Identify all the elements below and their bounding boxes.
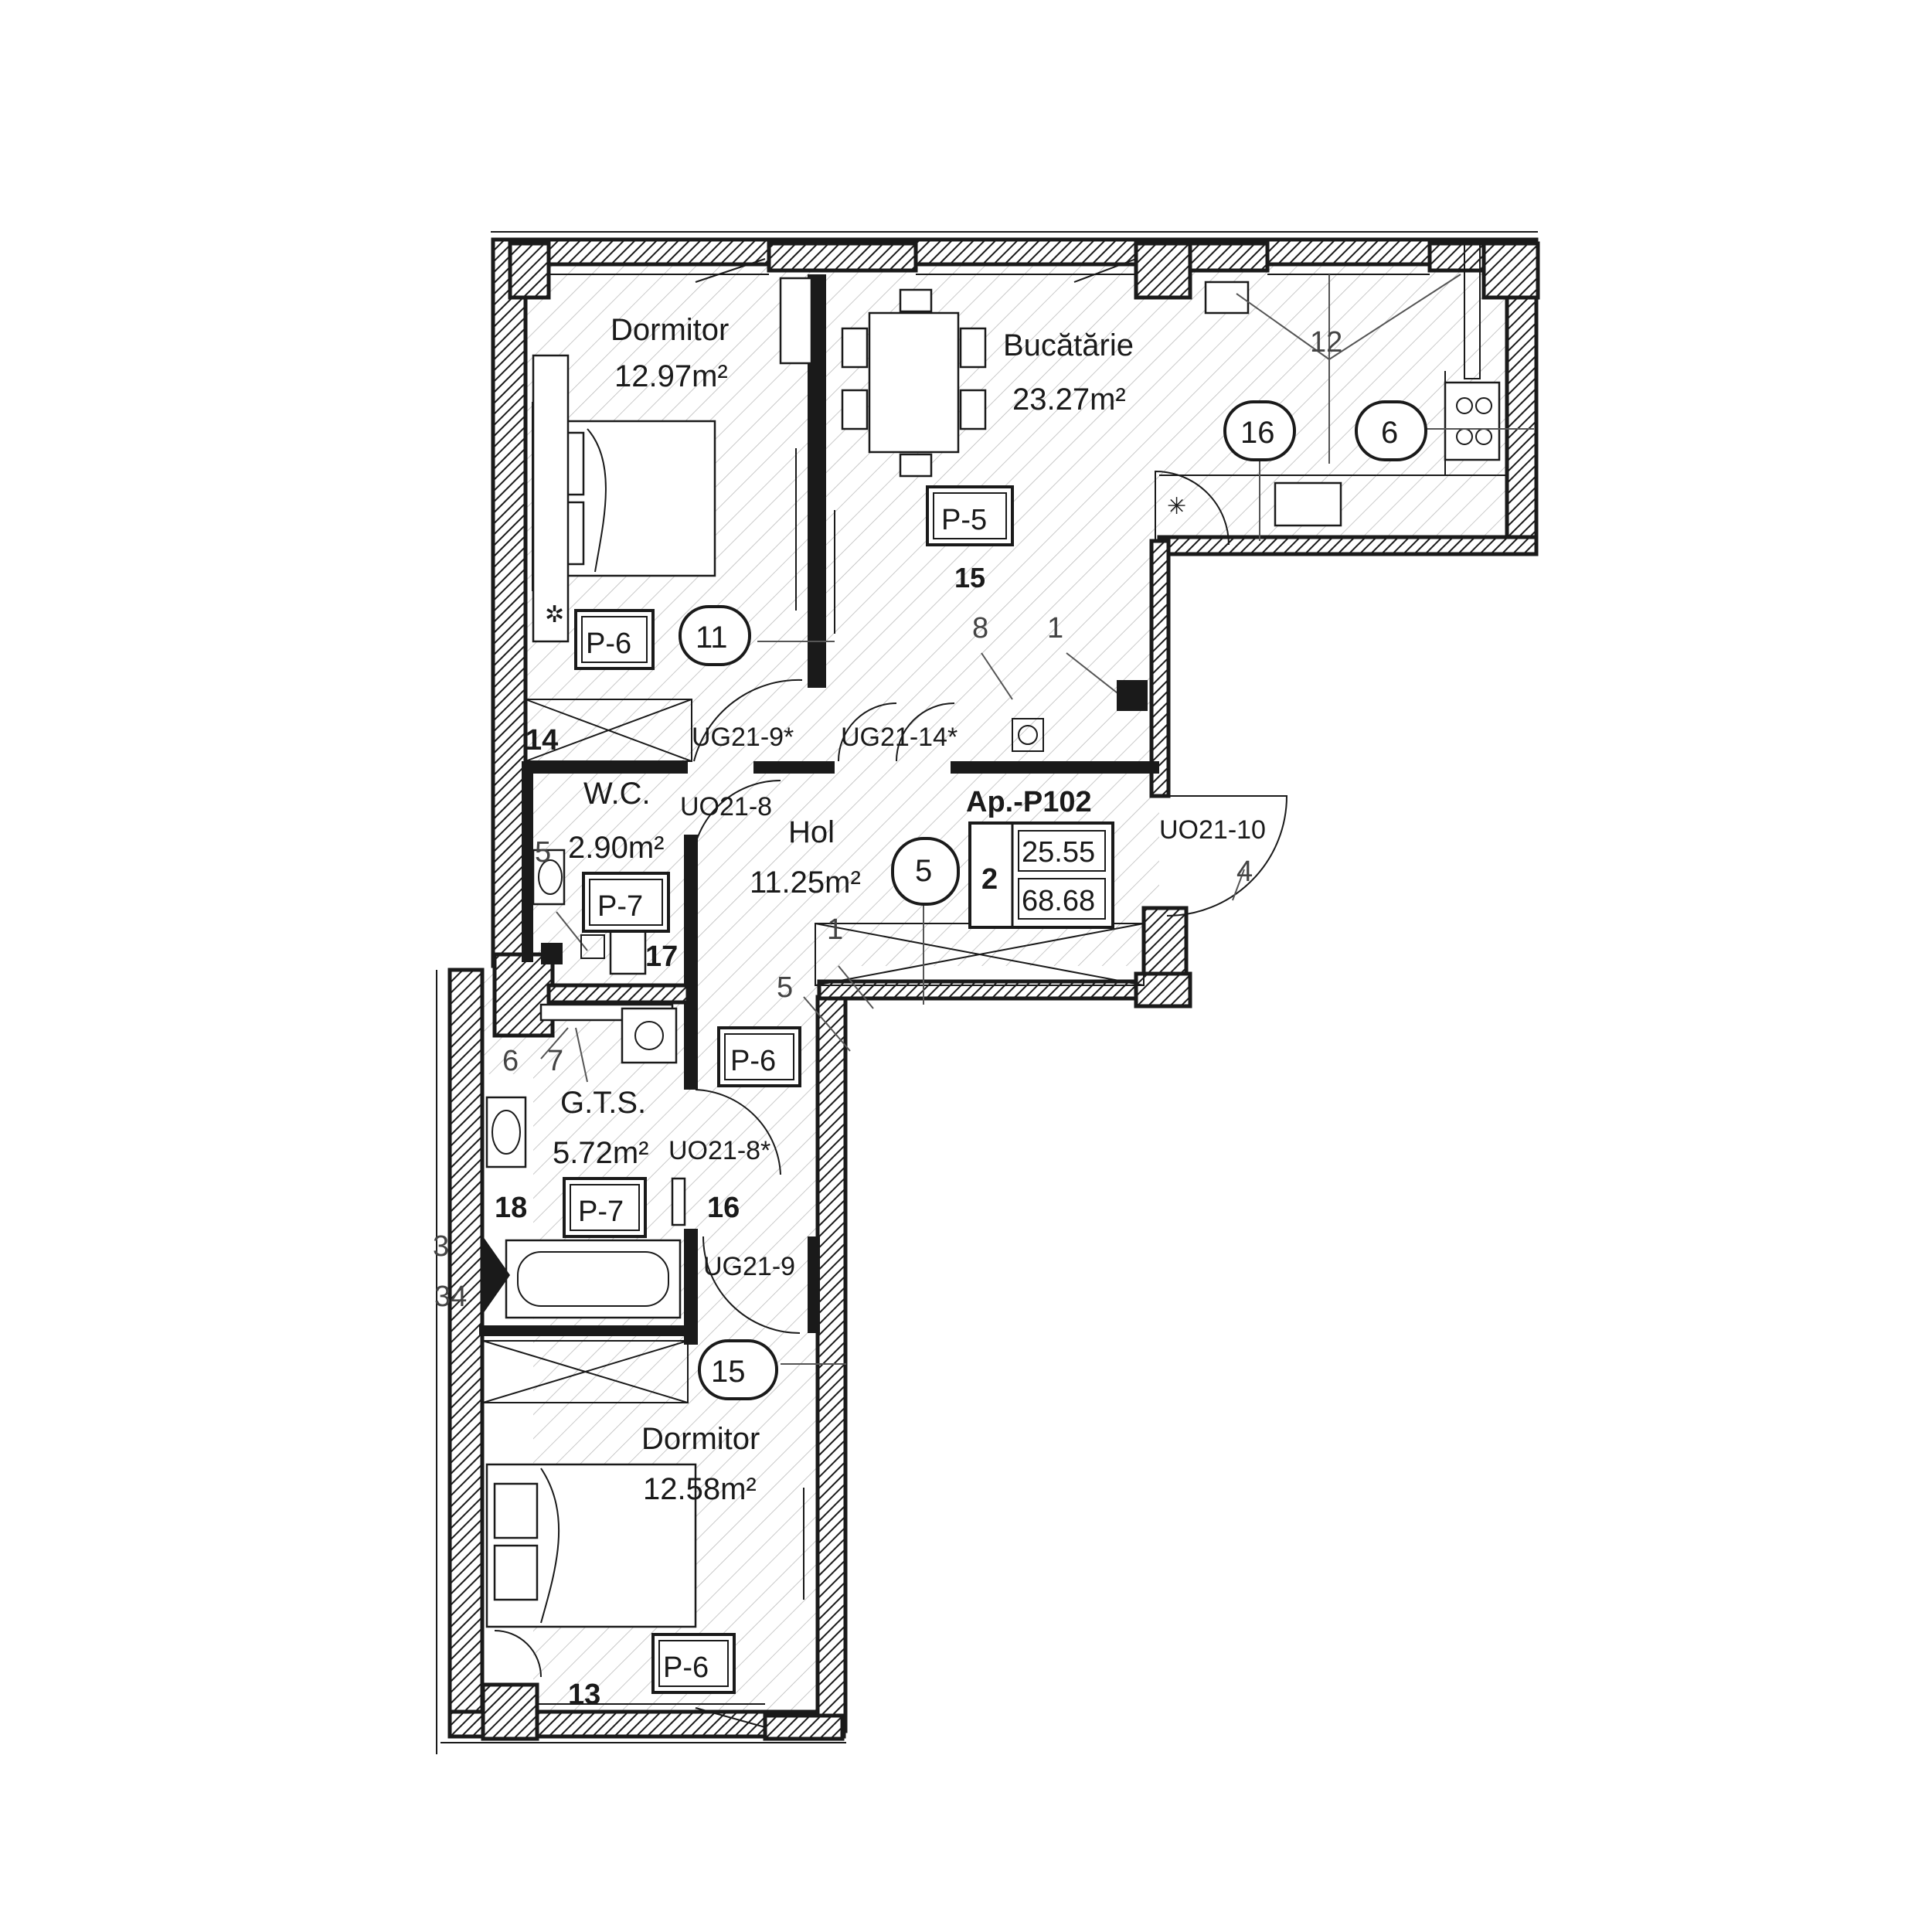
- bath-area: 5.72m²: [553, 1136, 649, 1170]
- tag-wc-label: P-7: [597, 890, 643, 923]
- circle-marker-6-label: 6: [1381, 416, 1398, 450]
- circle-marker-16-label: 16: [1240, 416, 1275, 450]
- kitchen-door-swing: ✳: [1155, 470, 1230, 546]
- dining-table: [841, 288, 987, 478]
- apartment-summary: Ap.-P102 2 25.55 68.68: [966, 786, 1114, 929]
- hall-area: 11.25m²: [750, 866, 861, 900]
- tag-bath: P-7: [563, 1177, 647, 1238]
- door-code-ug21-9: UG21-9: [703, 1252, 795, 1281]
- kitchen-counter: [1159, 239, 1507, 527]
- windows: [537, 258, 1430, 1728]
- ref-number-34: 34: [434, 1281, 467, 1313]
- ref-number-1-kitchen: 1: [1047, 612, 1063, 645]
- ref-number-8: 8: [972, 612, 988, 645]
- tag-bath-label: P-7: [578, 1196, 624, 1228]
- apartment-rooms-count: 2: [981, 863, 998, 896]
- bed-bedroom2: [485, 1463, 804, 1678]
- number-14: 14: [526, 724, 558, 757]
- door-code-ug21-14-star: UG21-14*: [841, 723, 957, 752]
- tag-bedroom2: P-6: [651, 1633, 736, 1694]
- tag-bedroom2-label: P-6: [663, 1651, 709, 1684]
- svg-text:✲: ✲: [545, 602, 564, 628]
- closets: [482, 699, 692, 1403]
- kitchen-number: 15: [954, 562, 985, 594]
- circle-marker-15-label: 15: [711, 1355, 746, 1389]
- tag-hall: P-6: [717, 1026, 801, 1087]
- ref-number-7: 7: [547, 1045, 563, 1077]
- bedroom1-name: Dormitor: [611, 313, 729, 347]
- kitchen-name: Bucătărie: [1003, 328, 1134, 362]
- apartment-area-useful: 25.55: [1022, 836, 1095, 869]
- circle-marker-5: 5: [891, 837, 960, 906]
- tag-wc: P-7: [582, 872, 670, 933]
- bath-fixtures: [483, 1096, 686, 1319]
- wc-area: 2.90m²: [568, 831, 665, 865]
- wc-fixtures: [532, 849, 678, 1064]
- bedroom1-area: 12.97m²: [614, 359, 728, 393]
- wc-name: W.C.: [583, 777, 651, 811]
- door-code-uo21-10: UO21-10: [1159, 815, 1266, 845]
- apartment-area-total: 68.68: [1022, 885, 1095, 917]
- door-code-uo21-8: UO21-8: [680, 792, 772, 821]
- circle-marker-11: 11: [679, 605, 751, 666]
- circle-marker-11-label: 11: [696, 621, 728, 655]
- tag-hall-label: P-6: [730, 1045, 776, 1077]
- apartment-code: Ap.-P102: [966, 786, 1092, 818]
- symbols: [541, 680, 1148, 964]
- tag-bedroom1-label: P-6: [586, 628, 631, 660]
- ref-number-4: 4: [1236, 855, 1253, 888]
- tag-kitchen-label: P-5: [941, 504, 987, 536]
- number-17: 17: [645, 940, 678, 973]
- bed-bedroom1: ✲: [532, 354, 716, 643]
- number-13: 13: [568, 1679, 600, 1711]
- ref-number-6: 6: [502, 1045, 519, 1077]
- bath-name: G.T.S.: [560, 1086, 646, 1120]
- circle-marker-6: 6: [1355, 400, 1427, 461]
- ref-number-3: 3: [433, 1230, 449, 1263]
- door-code-ug21-9-star: UG21-9*: [692, 723, 794, 752]
- door-code-uo21-8-star: UO21-8*: [668, 1136, 770, 1165]
- circle-marker-15: 15: [698, 1339, 778, 1400]
- bedroom2-area: 12.58m²: [643, 1472, 757, 1506]
- number-16: 16: [707, 1192, 740, 1224]
- svg-text:✳: ✳: [1167, 494, 1186, 519]
- wardrobe-bedroom1: [779, 277, 835, 634]
- bedroom2-name: Dormitor: [641, 1422, 760, 1456]
- ref-number-1-hall: 1: [827, 913, 843, 946]
- ref-number-5-hall: 5: [777, 971, 793, 1004]
- kitchen-area: 23.27m²: [1012, 383, 1126, 417]
- number-18: 18: [495, 1192, 527, 1224]
- tag-bedroom1: P-6: [574, 609, 655, 670]
- tag-kitchen: P-5: [926, 485, 1014, 546]
- circle-marker-5-label: 5: [915, 854, 932, 888]
- circle-marker-16: 16: [1223, 400, 1296, 461]
- doors: [691, 679, 1288, 1334]
- ref-number-12: 12: [1310, 326, 1342, 359]
- ref-number-5-wc: 5: [535, 836, 551, 869]
- hall-name: Hol: [788, 815, 835, 849]
